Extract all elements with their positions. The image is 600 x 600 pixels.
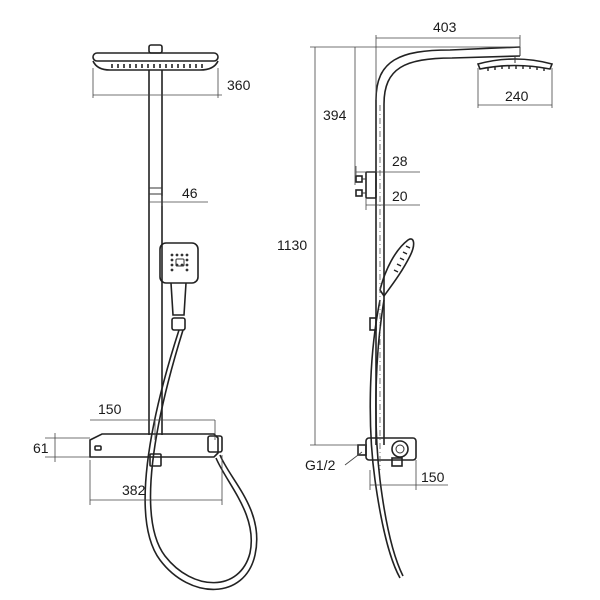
dim-head-diameter: 240 — [505, 88, 529, 104]
dim-bracket-b: 20 — [392, 188, 408, 204]
dimension-lines — [45, 35, 553, 505]
side-hose — [369, 299, 401, 579]
dim-bracket-a: 28 — [392, 153, 408, 169]
side-thermostat-body — [357, 437, 417, 467]
front-hose — [144, 329, 258, 591]
dimension-labels: 360 46 150 61 382 403 394 1130 240 28 20… — [33, 19, 529, 498]
dim-body-height: 61 — [33, 440, 49, 456]
side-wall-bracket — [355, 171, 377, 199]
side-hose-inner — [375, 299, 404, 577]
dim-total-height: 1130 — [277, 237, 307, 253]
dim-depth: 150 — [421, 469, 445, 485]
front-hose-inner — [149, 329, 253, 584]
dim-center-distance: 150 — [98, 401, 122, 417]
dim-thread: G1/2 — [305, 457, 336, 473]
front-hand-shower — [159, 242, 199, 331]
dim-head-width: 360 — [227, 77, 251, 93]
dim-body-width: 382 — [122, 482, 146, 498]
side-riser-outer — [375, 46, 521, 445]
front-riser-pipe — [148, 70, 163, 435]
dim-top-height: 394 — [323, 107, 347, 123]
front-thermostat-body — [89, 433, 223, 467]
side-view — [355, 46, 554, 579]
side-riser-inner — [383, 55, 521, 445]
dim-reach: 403 — [433, 19, 457, 35]
dim-pipe-diameter: 46 — [182, 185, 198, 201]
front-view — [89, 44, 258, 591]
side-slider — [369, 317, 377, 331]
side-shower-head — [476, 57, 554, 71]
front-shower-head — [92, 44, 219, 71]
side-hand-shower — [379, 238, 415, 298]
